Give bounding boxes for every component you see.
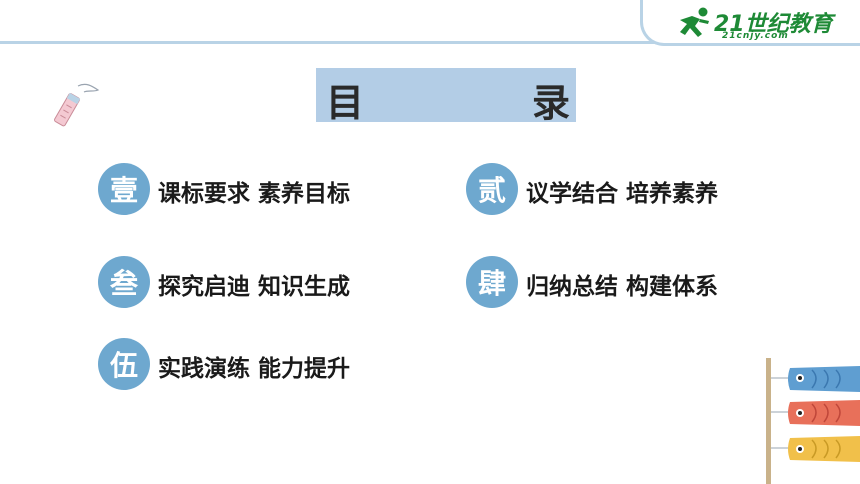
logo-subtext: 21cnjy.com: [722, 31, 789, 41]
logo-tab: [640, 0, 860, 46]
site-logo[interactable]: 21世纪教育 21cnjy.com: [676, 4, 852, 44]
logo-text: 21世纪教育: [714, 12, 833, 37]
header-divider: [0, 41, 860, 44]
runner-icon: [680, 7, 709, 37]
toc-badge-5: 伍: [98, 338, 150, 390]
toc-label-4: 归纳总结 构建体系: [526, 274, 719, 300]
kite-decoration-icon: [54, 83, 100, 127]
toc-label-1: 课标要求 素养目标: [158, 181, 351, 207]
toc-badge-4: 肆: [466, 256, 518, 308]
carp-streamer-icon: [766, 358, 860, 484]
toc-label-3: 探究启迪 知识生成: [158, 274, 351, 300]
title-char-left: 目: [326, 81, 365, 125]
toc-label-5: 实践演练 能力提升: [158, 356, 351, 382]
toc-badge-2: 贰: [466, 163, 518, 215]
toc-label-2: 议学结合 培养素养: [526, 181, 719, 207]
toc-badge-1: 壹: [98, 163, 150, 215]
title-char-right: 录: [531, 81, 570, 125]
toc-badge-3: 叁: [98, 256, 150, 308]
page-title: 目 录: [316, 68, 576, 125]
